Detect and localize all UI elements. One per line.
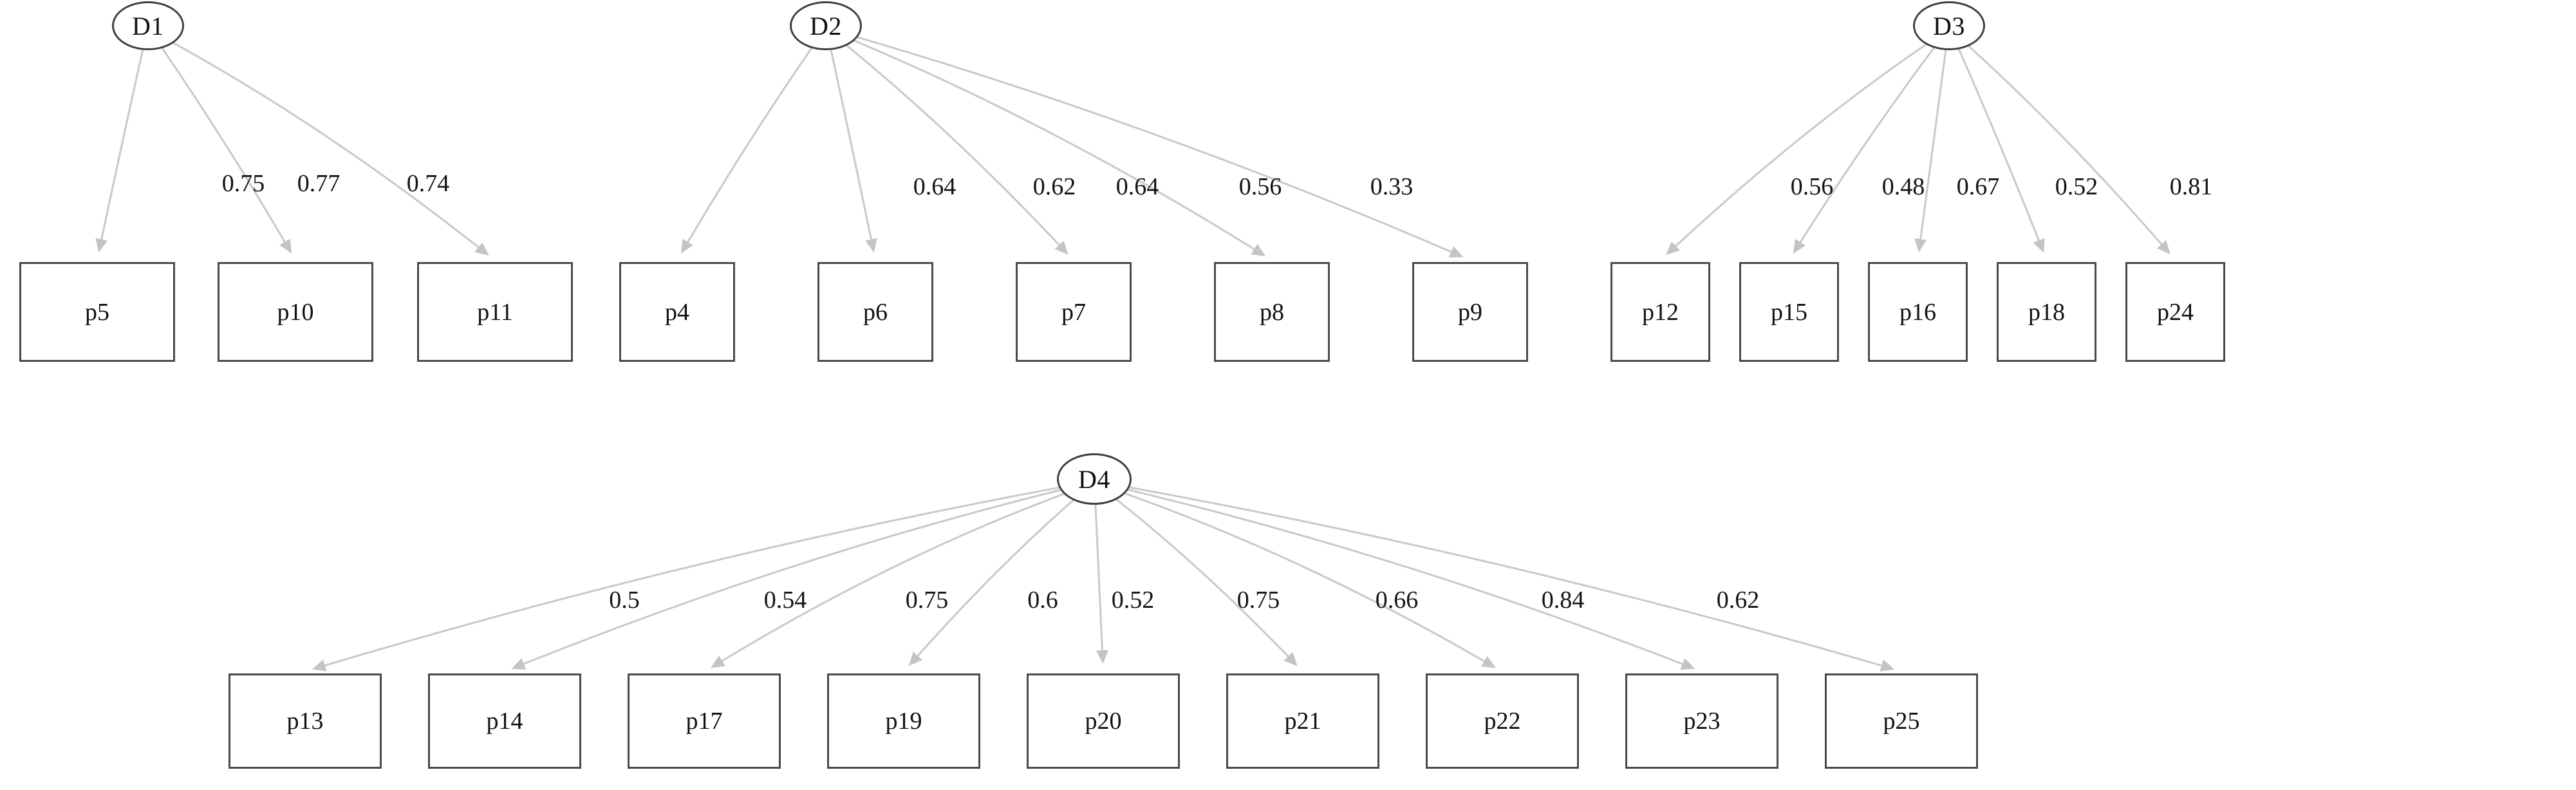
edge-weight-d4-p13: 0.5 (609, 587, 640, 614)
edge-d3-to-p16 (1914, 50, 1947, 253)
edge-weight-d3-p18: 0.52 (2055, 173, 2098, 200)
indicator-label: p25 (1883, 708, 1920, 735)
edge-weight-d4-p17: 0.75 (905, 587, 949, 614)
edge-weight-d3-p24: 0.81 (2169, 173, 2213, 200)
edge-weight-d2-p4: 0.64 (913, 173, 957, 200)
indicator-box-p16[interactable]: p16 (1868, 262, 1968, 362)
indicator-label: p12 (1642, 298, 1679, 326)
indicator-label: p6 (863, 298, 888, 326)
indicator-label: p7 (1061, 298, 1086, 326)
edge-d2-to-p7 (846, 44, 1069, 255)
edge-weight-d1-p5: 0.75 (221, 170, 265, 197)
edge-d4-to-p23 (1128, 489, 1695, 670)
indicator-box-p24[interactable]: p24 (2125, 262, 2225, 362)
edge-paths (95, 36, 2170, 672)
indicator-box-p13[interactable]: p13 (229, 673, 382, 769)
indicator-label: p14 (486, 708, 523, 735)
indicator-box-p12[interactable]: p12 (1610, 262, 1710, 362)
factor-node-d1[interactable]: D1 (112, 1, 184, 50)
edge-d3-to-p12 (1666, 43, 1927, 256)
indicator-label: p5 (85, 298, 109, 326)
indicator-label: p9 (1458, 298, 1482, 326)
edge-weight-d4-p25: 0.62 (1716, 587, 1760, 614)
edge-weight-d3-p15: 0.48 (1881, 173, 1925, 200)
edge-weight-d4-p19: 0.6 (1027, 587, 1058, 614)
edge-d1-to-p11 (173, 42, 489, 256)
edge-weight-d2-p6: 0.62 (1032, 173, 1076, 200)
indicator-label: p20 (1085, 708, 1122, 735)
edge-d4-to-p13 (312, 486, 1059, 672)
factor-label: D3 (1933, 11, 1965, 41)
edge-weight-d4-p20: 0.52 (1111, 587, 1155, 614)
indicator-box-p6[interactable]: p6 (817, 262, 933, 362)
indicator-box-p23[interactable]: p23 (1625, 673, 1778, 769)
edge-d3-to-p24 (1968, 45, 2170, 255)
factor-label: D1 (132, 11, 164, 41)
factor-node-d2[interactable]: D2 (790, 1, 862, 50)
indicator-box-p10[interactable]: p10 (218, 262, 373, 362)
edge-weight-d4-p21: 0.75 (1237, 587, 1280, 614)
indicator-label: p13 (286, 708, 324, 735)
edge-d2-to-p6 (830, 50, 877, 253)
edge-d2-to-p8 (854, 39, 1266, 257)
indicator-label: p16 (1899, 298, 1936, 326)
indicator-box-p7[interactable]: p7 (1016, 262, 1132, 362)
indicator-label: p18 (2028, 298, 2065, 326)
edge-weight-d4-p23: 0.84 (1541, 587, 1585, 614)
factor-node-d4[interactable]: D4 (1057, 453, 1132, 505)
edge-d1-to-p5 (95, 50, 144, 253)
indicator-box-p8[interactable]: p8 (1214, 262, 1330, 362)
edge-d4-to-p22 (1125, 493, 1496, 668)
edge-d4-to-p17 (711, 493, 1065, 668)
indicator-box-p19[interactable]: p19 (827, 673, 980, 769)
edge-d4-to-p25 (1129, 486, 1895, 672)
edge-weight-d1-p11: 0.74 (406, 170, 450, 197)
indicator-label: p24 (2157, 298, 2194, 326)
indicator-box-p4[interactable]: p4 (619, 262, 735, 362)
indicator-box-p21[interactable]: p21 (1226, 673, 1379, 769)
indicator-box-p15[interactable]: p15 (1739, 262, 1839, 362)
indicator-label: p15 (1771, 298, 1807, 326)
indicator-box-p20[interactable]: p20 (1027, 673, 1180, 769)
indicator-label: p22 (1484, 708, 1521, 735)
indicator-label: p17 (686, 708, 723, 735)
indicator-label: p19 (885, 708, 922, 735)
indicator-label: p10 (277, 298, 314, 326)
indicator-box-p22[interactable]: p22 (1426, 673, 1579, 769)
indicator-label: p4 (665, 298, 689, 326)
indicator-box-p18[interactable]: p18 (1997, 262, 2096, 362)
edge-d4-to-p21 (1115, 498, 1298, 666)
factor-label: D4 (1078, 464, 1110, 494)
indicator-box-p17[interactable]: p17 (628, 673, 781, 769)
indicator-box-p5[interactable]: p5 (19, 262, 175, 362)
edge-d2-to-p4 (680, 48, 813, 254)
edge-weight-d3-p12: 0.56 (1790, 173, 1834, 200)
edge-d3-to-p15 (1793, 47, 1935, 254)
edge-weight-d1-p10: 0.77 (297, 170, 341, 197)
indicator-label: p23 (1683, 708, 1721, 735)
indicator-box-p25[interactable]: p25 (1825, 673, 1978, 769)
factor-label: D2 (810, 11, 842, 41)
factor-node-d3[interactable]: D3 (1913, 1, 1985, 50)
edge-weight-d2-p8: 0.56 (1238, 173, 1282, 200)
indicator-label: p8 (1260, 298, 1284, 326)
indicator-box-p14[interactable]: p14 (428, 673, 581, 769)
edge-weight-d4-p14: 0.54 (763, 587, 807, 614)
indicator-box-p9[interactable]: p9 (1412, 262, 1528, 362)
indicator-label: p21 (1284, 708, 1321, 735)
edge-weight-d2-p7: 0.64 (1115, 173, 1159, 200)
edge-d4-to-p14 (511, 489, 1061, 670)
edge-d4-to-p19 (908, 499, 1074, 666)
edge-d2-to-p9 (857, 36, 1464, 258)
edge-weight-d3-p16: 0.67 (1956, 173, 2000, 200)
edge-weight-d4-p22: 0.66 (1375, 587, 1419, 614)
edge-d3-to-p18 (1957, 48, 2045, 253)
indicator-label: p11 (477, 298, 513, 326)
edge-d4-to-p20 (1094, 504, 1109, 664)
edge-d1-to-p10 (161, 48, 292, 254)
indicator-box-p11[interactable]: p11 (417, 262, 573, 362)
edge-weight-d2-p9: 0.33 (1370, 173, 1414, 200)
